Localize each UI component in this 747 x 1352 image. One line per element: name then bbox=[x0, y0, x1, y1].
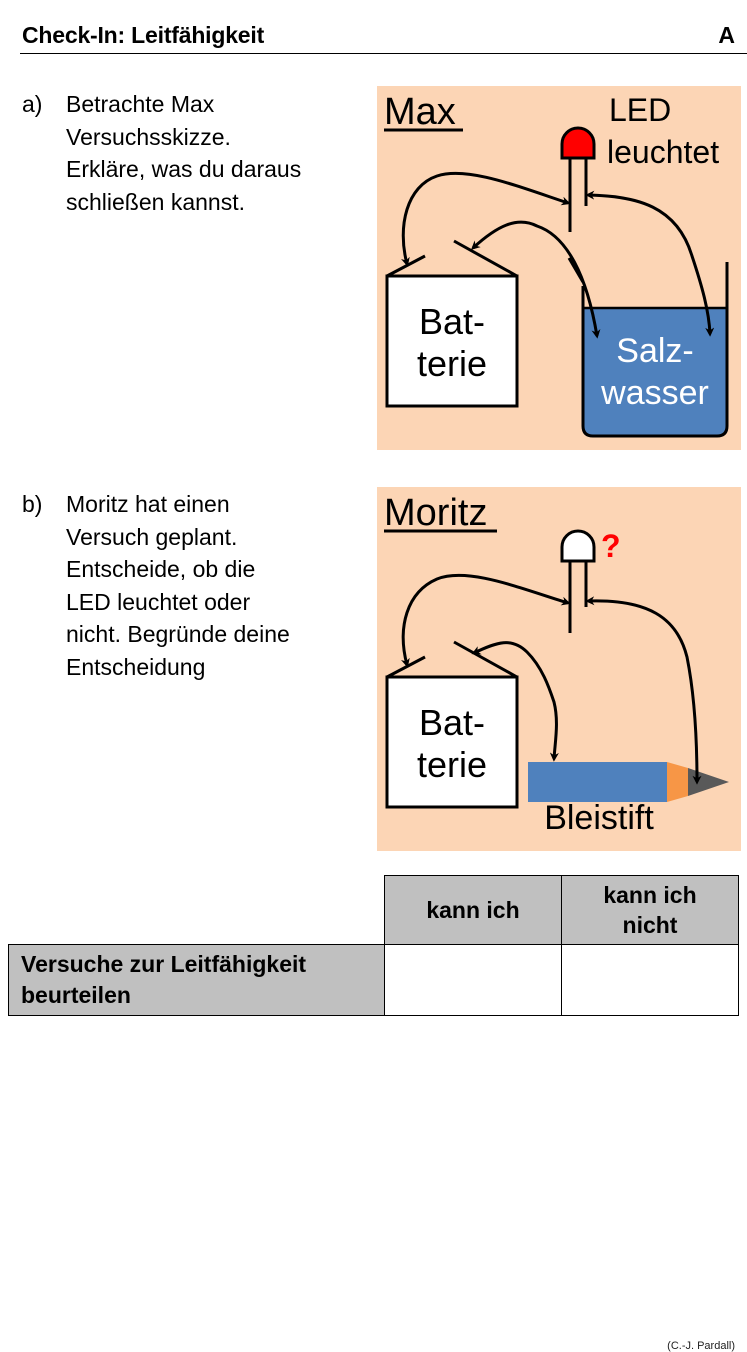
wire-led-water bbox=[585, 190, 715, 337]
task-text-line: LED leuchtet oder bbox=[66, 588, 251, 615]
circuit-diagram-moritz: Moritz ? Bat- terie Bleistift bbox=[377, 487, 741, 851]
task-text-line: Betrachte Max bbox=[66, 91, 215, 117]
image-credit: (C.-J. Pardall) bbox=[667, 1340, 735, 1352]
empty-cell bbox=[9, 876, 385, 945]
led-caption-line2: leuchtet bbox=[607, 134, 719, 170]
task-label: b) bbox=[22, 491, 43, 517]
column-header-kann-ich: kann ich bbox=[384, 875, 562, 945]
conductor-label-line2: wasser bbox=[600, 374, 709, 412]
wire-battery-led bbox=[401, 573, 571, 668]
task-text-line: Entscheide, ob die bbox=[66, 556, 256, 582]
battery-label-line2: terie bbox=[417, 343, 487, 384]
task-text-line: Versuch geplant. bbox=[66, 523, 238, 550]
task-text: Betrachte Max Versuchsskizze. Erkläre, w… bbox=[66, 88, 366, 218]
figure-max: Max LED leuchtet Bat- terie Salz- wasser bbox=[377, 86, 741, 552]
task-label: a) bbox=[22, 91, 43, 117]
battery-label-line1: Bat- bbox=[419, 301, 485, 342]
row-label-text: beurteilen bbox=[21, 982, 131, 1008]
task-text-line: Erkläre, was du daraus bbox=[66, 156, 302, 182]
figure-moritz: Moritz ? Bat- terie Bleistift (C.-J. P bbox=[377, 487, 741, 1352]
page-title: Check-In: Leitfähigkeit bbox=[22, 22, 265, 48]
conductor-label: Bleistift bbox=[544, 799, 654, 837]
task-text-line: schließen kannst. bbox=[66, 188, 245, 215]
task-text-line: nicht. Begründe deine bbox=[66, 621, 290, 647]
conductor-label-line1: Salz- bbox=[616, 332, 693, 370]
header-row: kann ich kann ich nicht bbox=[9, 875, 739, 945]
column-header-text: kann ich bbox=[603, 882, 697, 908]
wire-led-pencil bbox=[585, 596, 702, 785]
wire-battery-pencil bbox=[471, 641, 559, 762]
column-header-kann-ich-nicht: kann ich nicht bbox=[561, 875, 739, 945]
task-text-line: Entscheidung bbox=[66, 653, 206, 680]
figure-title: Moritz bbox=[384, 492, 487, 534]
selfcheck-table: kann ich kann ich nicht Versuche zur Lei… bbox=[8, 875, 739, 1016]
row-label-text: Versuche zur Leitfähigkeit bbox=[21, 951, 307, 977]
column-header-text: kann ich bbox=[426, 897, 520, 923]
checkbox-cell-kann-ich-nicht[interactable] bbox=[561, 944, 739, 1016]
task-text: Moritz hat einen Versuch geplant. Entsch… bbox=[66, 488, 366, 683]
circuit-diagram-max: Max LED leuchtet Bat- terie Salz- wasser bbox=[377, 86, 741, 450]
led-caption-line1: LED bbox=[609, 92, 671, 128]
battery-label-line2: terie bbox=[417, 744, 487, 785]
wire-battery-led bbox=[401, 171, 571, 267]
figure-title: Max bbox=[384, 91, 456, 133]
page-header: Check-In: Leitfähigkeit A bbox=[20, 20, 747, 54]
checkbox-cell-kann-ich[interactable] bbox=[384, 944, 562, 1016]
row-label: Versuche zur Leitfähigkeit beurteilen bbox=[8, 944, 385, 1016]
level-badge: A bbox=[718, 22, 735, 48]
table-row: Versuche zur Leitfähigkeit beurteilen bbox=[8, 944, 739, 1016]
task-text-line: Versuchsskizze. bbox=[66, 123, 231, 150]
battery-label-line1: Bat- bbox=[419, 702, 485, 743]
question-mark: ? bbox=[601, 528, 621, 564]
task-text-line: Moritz hat einen bbox=[66, 491, 230, 517]
column-header-text: nicht bbox=[622, 912, 678, 938]
